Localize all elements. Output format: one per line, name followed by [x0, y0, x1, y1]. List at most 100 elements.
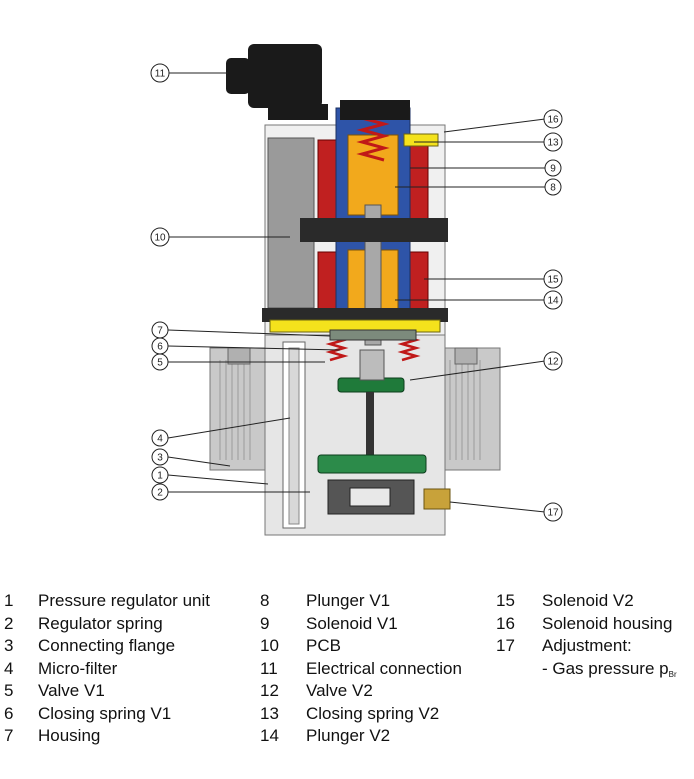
solenoid-v2 — [317, 251, 337, 311]
legend-item: 2 Regulator spring — [4, 613, 210, 636]
legend-label: PCB — [306, 636, 341, 655]
legend: 1 Pressure regulator unit 2 Regulator spri… — [0, 590, 694, 760]
legend-number: 15 — [496, 591, 515, 610]
legend-label: Solenoid V1 — [306, 613, 398, 633]
legend-number: 8 — [260, 591, 270, 610]
legend-item: 7 Housing — [4, 725, 210, 748]
legend-sub-label: - Gas pressure pBr — [542, 658, 677, 679]
svg-text:13: 13 — [547, 138, 559, 149]
legend-number: 13 — [260, 703, 279, 723]
electrical-connection — [226, 44, 328, 120]
legend-item: 14 Plunger V2 — [260, 725, 462, 748]
callout-11: 11 — [150, 63, 170, 83]
legend-column-3: 15 Solenoid V2 16 Solenoid housing 17 Adjus… — [496, 590, 677, 680]
legend-label: Valve V2 — [306, 681, 373, 700]
plunger-v1 — [347, 134, 399, 216]
callout-8: 8 — [544, 178, 562, 196]
callout-17: 17 — [543, 502, 563, 522]
legend-label: Closing spring V1 — [38, 703, 172, 723]
legend-label: Solenoid V2 — [542, 591, 634, 610]
valve-cross-section-diagram: 1 2 3 4 5 6 7 8 9 10 11 12 13 14 15 16 1… — [150, 44, 563, 536]
callout-7: 7 — [151, 321, 169, 339]
legend-label: Micro-filter — [38, 658, 118, 678]
legend-label: Pressure regulator unit — [38, 591, 210, 610]
legend-label: Solenoid housing — [542, 613, 673, 633]
callout-1: 1 — [151, 466, 169, 484]
legend-label: Closing spring V2 — [306, 703, 440, 723]
callout-15: 15 — [543, 269, 563, 289]
legend-label: Connecting flange — [38, 636, 176, 655]
legend-number: 10 — [260, 636, 279, 655]
legend-label: Regulator spring — [38, 613, 163, 633]
legend-label: Plunger V2 — [306, 726, 391, 745]
left-connecting-flange — [209, 347, 271, 471]
callout-4: 4 — [151, 429, 169, 447]
callout-5: 5 — [151, 353, 169, 371]
leader-lines — [167, 72, 546, 513]
legend-number: 16 — [496, 613, 515, 633]
callout-3: 3 — [151, 448, 169, 466]
valve-v1 — [329, 329, 417, 341]
legend-item: 12 Valve V2 — [260, 680, 462, 703]
legend-item: 17 Adjustment: — [496, 635, 677, 658]
legend-item: 6 Closing spring V1 — [4, 703, 210, 726]
legend-item: 9 Solenoid V1 — [260, 613, 462, 636]
callout-13: 13 — [543, 132, 563, 152]
legend-number: 1 — [4, 591, 14, 610]
legend-label: Electrical connection — [306, 658, 462, 678]
legend-item: 10 PCB — [260, 635, 462, 658]
svg-text:7: 7 — [157, 326, 163, 337]
legend-number: 3 — [4, 636, 14, 655]
legend-number: 5 — [4, 681, 14, 700]
legend-label: Plunger V1 — [306, 591, 391, 610]
svg-text:17: 17 — [547, 508, 559, 519]
legend-item: 3 Connecting flange — [4, 635, 210, 658]
legend-column-2: 8 Plunger V1 9 Solenoid V1 10 PCB 11 Electri… — [260, 590, 462, 748]
legend-item: 5 Valve V1 — [4, 680, 210, 703]
svg-text:14: 14 — [547, 296, 559, 307]
legend-item: 13 Closing spring V2 — [260, 703, 462, 726]
legend-item: 4 Micro-filter — [4, 658, 210, 681]
callout-14: 14 — [543, 290, 563, 310]
legend-item: 15 Solenoid V2 — [496, 590, 677, 613]
svg-text:9: 9 — [550, 164, 556, 175]
adjustment-screw — [423, 488, 451, 510]
legend-label: Valve V1 — [38, 681, 105, 700]
legend-item: - Gas pressure pBr — [496, 658, 677, 681]
svg-text:5: 5 — [157, 358, 163, 369]
right-connecting-flange — [437, 347, 501, 471]
closing-spring-v2 — [356, 116, 390, 162]
pressure-regulator-unit — [317, 454, 427, 474]
legend-column-1: 1 Pressure regulator unit 2 Regulator spri… — [4, 590, 210, 748]
legend-label: Housing — [38, 726, 101, 745]
callout-10: 10 — [150, 227, 170, 247]
svg-text:16: 16 — [547, 115, 559, 126]
legend-item: 16 Solenoid housing — [496, 613, 677, 636]
legend-number: 4 — [4, 658, 14, 678]
svg-text:3: 3 — [157, 453, 163, 464]
callout-12: 12 — [543, 351, 563, 371]
legend-label: Adjustment: — [542, 636, 632, 655]
legend-item: 8 Plunger V1 — [260, 590, 462, 613]
legend-number: 2 — [4, 613, 14, 633]
legend-number: 14 — [260, 726, 279, 745]
svg-text:4: 4 — [157, 434, 163, 445]
svg-text:6: 6 — [157, 342, 163, 353]
legend-number: 11 — [260, 658, 278, 678]
svg-text:8: 8 — [550, 183, 556, 194]
svg-text:12: 12 — [547, 357, 559, 368]
legend-item: 1 Pressure regulator unit — [4, 590, 210, 613]
legend-item: 11 Electrical connection — [260, 658, 462, 681]
svg-text:15: 15 — [547, 275, 559, 286]
callout-2: 2 — [151, 483, 169, 501]
legend-number: 9 — [260, 613, 270, 633]
svg-text:1: 1 — [157, 471, 163, 482]
callout-16: 16 — [543, 109, 563, 129]
legend-number: 6 — [4, 703, 14, 723]
callout-6: 6 — [151, 337, 169, 355]
svg-text:10: 10 — [154, 233, 166, 244]
callout-9: 9 — [544, 159, 562, 177]
legend-number: 7 — [4, 726, 14, 745]
legend-number: 12 — [260, 681, 279, 700]
legend-number: 17 — [496, 636, 515, 655]
